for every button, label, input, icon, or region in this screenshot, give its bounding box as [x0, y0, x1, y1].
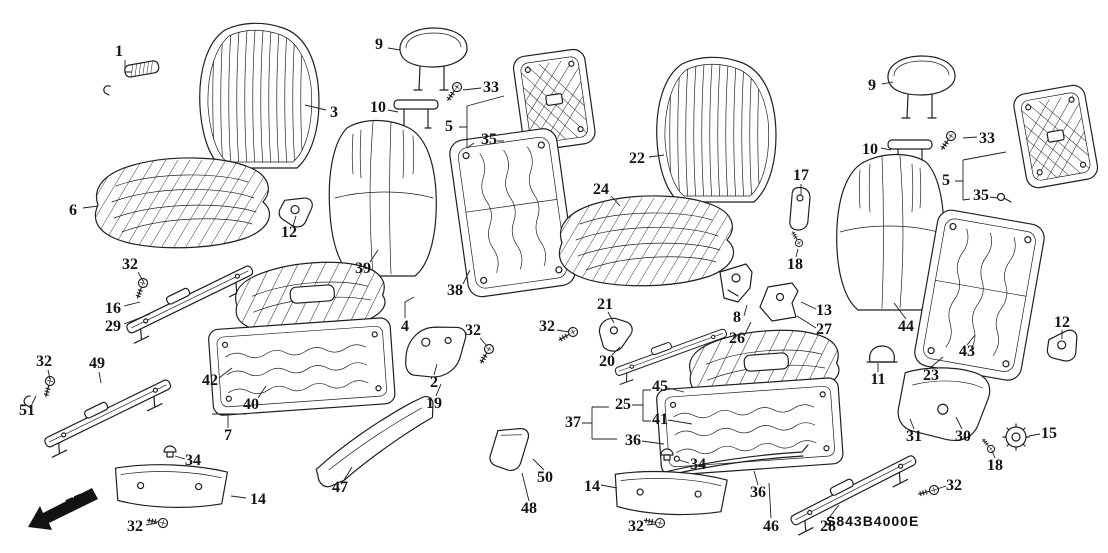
callout-26: 26: [729, 330, 745, 347]
callout-45: 45: [652, 378, 668, 395]
recliner-bracket-2-19: [405, 326, 467, 378]
callout-29: 29: [105, 318, 121, 335]
callout-5: 5: [445, 118, 453, 135]
callout-6: 6: [69, 202, 77, 219]
bracket-13-27: [759, 282, 799, 322]
callout-40: 40: [243, 396, 259, 413]
callout-15: 15: [1041, 425, 1057, 442]
callout-39: 39: [355, 260, 371, 277]
callout-16: 16: [105, 300, 121, 317]
right-seat-group: [489, 55, 1108, 536]
callout-23: 23: [923, 367, 939, 384]
callout-35: 35: [973, 187, 989, 204]
callout-31: 31: [906, 428, 922, 445]
callout-10: 10: [370, 99, 386, 116]
callout-32: 32: [946, 477, 962, 494]
callout-47: 47: [332, 479, 348, 496]
callout-33: 33: [483, 79, 499, 96]
side-cover-47: [315, 395, 434, 488]
callout-19: 19: [426, 395, 442, 412]
center-bracket-8-26: [719, 263, 753, 303]
callout-41: 41: [652, 411, 668, 428]
fr-direction-arrow: [28, 488, 98, 530]
callout-44: 44: [898, 318, 914, 335]
callout-22: 22: [629, 150, 645, 167]
callout-34: 34: [690, 456, 706, 473]
left-seat-group: [23, 23, 620, 529]
callout-20: 20: [599, 353, 615, 370]
callout-18: 18: [787, 256, 803, 273]
callout-43: 43: [959, 343, 975, 360]
callout-17: 17: [793, 167, 809, 184]
callout-32: 32: [122, 256, 138, 273]
callout-46: 46: [763, 518, 779, 535]
callout-28: 28: [820, 518, 836, 535]
leader-lines: [31, 47, 1063, 526]
callout-12: 12: [1054, 314, 1070, 331]
callout-18: 18: [987, 457, 1003, 474]
callout-32: 32: [127, 518, 143, 535]
cap-11: [866, 345, 898, 363]
callout-8: 8: [733, 309, 741, 326]
callout-36: 36: [625, 432, 641, 449]
callout-14: 14: [584, 478, 600, 495]
callout-9: 9: [868, 77, 876, 94]
callout-36: 36: [750, 484, 766, 501]
clip-51: [23, 395, 32, 409]
callout-32: 32: [628, 518, 644, 535]
callout-27: 27: [816, 321, 832, 338]
callout-25: 25: [615, 396, 631, 413]
callout-10: 10: [862, 141, 878, 158]
latch-21: [598, 317, 633, 352]
knob-15: [1002, 423, 1030, 451]
callout-7: 7: [224, 427, 232, 444]
callout-51: 51: [19, 402, 35, 419]
callout-2: 2: [430, 374, 438, 391]
callout-49: 49: [89, 355, 105, 372]
callout-13: 13: [816, 302, 832, 319]
callout-9: 9: [375, 36, 383, 53]
callout-32: 32: [465, 322, 481, 339]
callout-1: 1: [115, 43, 123, 60]
callout-14: 14: [250, 491, 266, 508]
callout-33: 33: [979, 130, 995, 147]
callout-12: 12: [281, 224, 297, 241]
callout-35: 35: [481, 131, 497, 148]
diagram-code: S843B4000E: [826, 513, 920, 529]
callout-32: 32: [36, 353, 52, 370]
callout-4: 4: [401, 318, 409, 335]
callout-34: 34: [185, 452, 201, 469]
callout-42: 42: [202, 372, 218, 389]
trim-cover-48-50: [489, 427, 530, 472]
callout-37: 37: [565, 414, 581, 431]
side-cover-30-31: [897, 367, 991, 441]
hook-part: [103, 85, 111, 96]
callout-21: 21: [597, 296, 613, 313]
callout-50: 50: [537, 469, 553, 486]
callout-48: 48: [521, 500, 537, 517]
callout-11: 11: [870, 371, 886, 388]
callout-38: 38: [447, 282, 463, 299]
callout-24: 24: [593, 181, 609, 198]
callout-5: 5: [942, 172, 950, 189]
callout-32: 32: [539, 318, 555, 335]
callout-30: 30: [955, 428, 971, 445]
handle-17: [789, 186, 811, 231]
callout-3: 3: [330, 104, 338, 121]
